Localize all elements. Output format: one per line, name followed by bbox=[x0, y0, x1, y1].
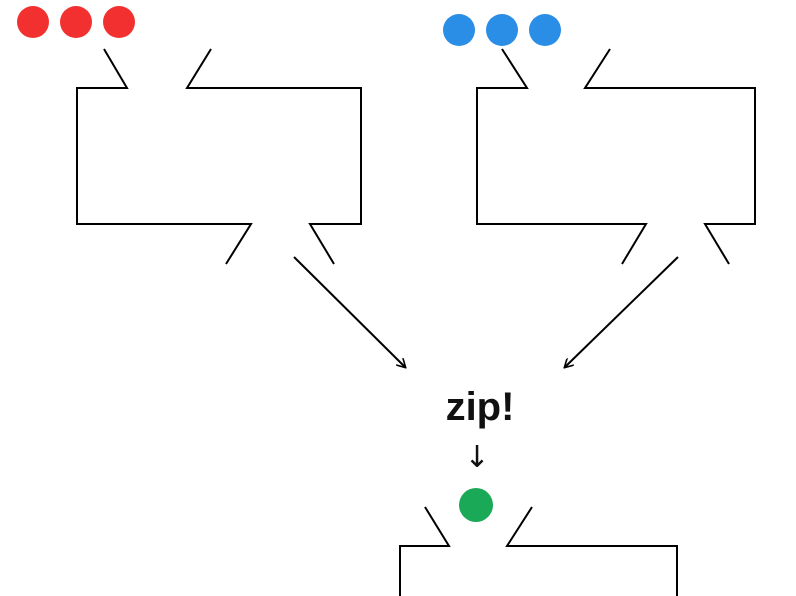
zip-label: zip! bbox=[446, 385, 515, 429]
output-funnel-right bbox=[505, 506, 678, 596]
down-arrow: ↓ bbox=[464, 440, 489, 475]
right-element-2 bbox=[486, 14, 518, 46]
left-element-3 bbox=[103, 6, 135, 38]
left-arrow bbox=[293, 256, 405, 367]
right-funnel-in-right bbox=[583, 48, 756, 265]
right-funnel bbox=[476, 48, 756, 265]
right-element-3 bbox=[529, 14, 561, 46]
left-element-2 bbox=[60, 6, 92, 38]
output-funnel bbox=[399, 506, 678, 596]
right-element-1 bbox=[443, 14, 475, 46]
right-funnel-in-left bbox=[476, 48, 648, 265]
left-funnel-in-left bbox=[76, 48, 253, 265]
right-arrow bbox=[565, 256, 679, 367]
output-element bbox=[459, 488, 493, 522]
output-funnel-left bbox=[399, 506, 451, 596]
left-stream-elements bbox=[17, 6, 135, 38]
right-stream-elements bbox=[443, 14, 561, 46]
left-element-1 bbox=[17, 6, 49, 38]
left-funnel bbox=[76, 48, 362, 265]
left-funnel-in-right bbox=[185, 48, 362, 265]
